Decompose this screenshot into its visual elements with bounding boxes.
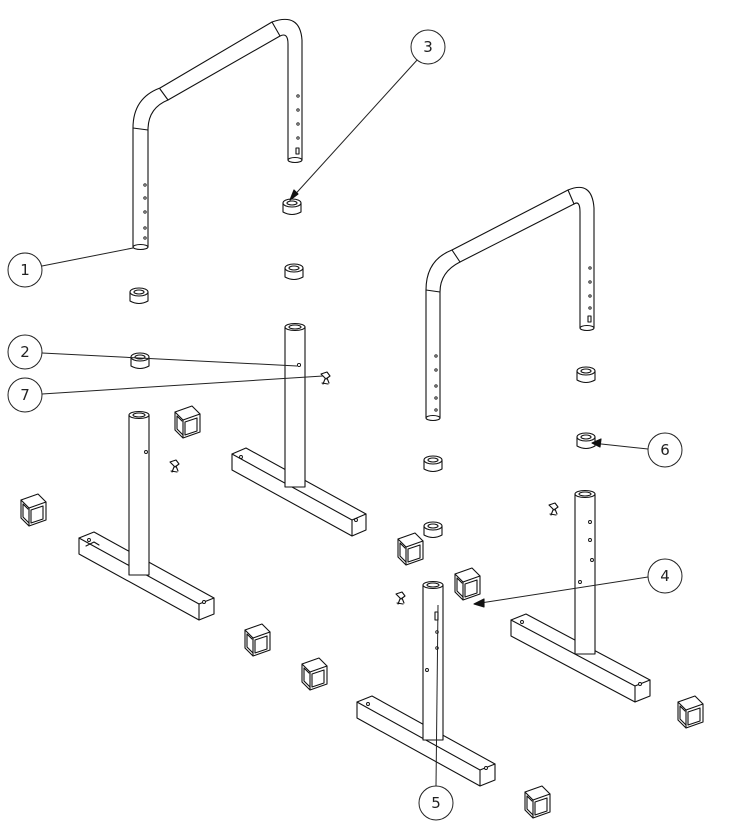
callout-label-7: 7 bbox=[20, 386, 30, 404]
callout-label-6: 6 bbox=[660, 441, 670, 459]
callouts: 1 2 3 4 5 6 bbox=[7, 29, 683, 821]
t-base-left-back bbox=[231, 322, 367, 537]
callout-label-2: 2 bbox=[20, 343, 30, 361]
callout-7: 7 bbox=[7, 375, 324, 413]
callout-1: 1 bbox=[7, 247, 134, 288]
callout-2: 2 bbox=[7, 334, 298, 370]
callout-4: 4 bbox=[473, 558, 683, 608]
square-end-caps bbox=[20, 405, 704, 819]
u-frame-left bbox=[132, 18, 303, 251]
callout-6: 6 bbox=[591, 432, 683, 468]
t-base-right-front bbox=[356, 580, 496, 787]
callout-5: 5 bbox=[418, 604, 454, 821]
u-frame-right bbox=[425, 186, 595, 422]
callout-3: 3 bbox=[289, 29, 446, 201]
t-base-left-front bbox=[78, 410, 215, 621]
callout-label-1: 1 bbox=[20, 261, 30, 279]
callout-label-4: 4 bbox=[660, 567, 670, 585]
callout-label-3: 3 bbox=[423, 38, 433, 56]
callout-label-5: 5 bbox=[431, 794, 441, 812]
plugs bbox=[129, 198, 596, 539]
knobs bbox=[169, 371, 559, 605]
t-base-right-back bbox=[510, 489, 651, 703]
